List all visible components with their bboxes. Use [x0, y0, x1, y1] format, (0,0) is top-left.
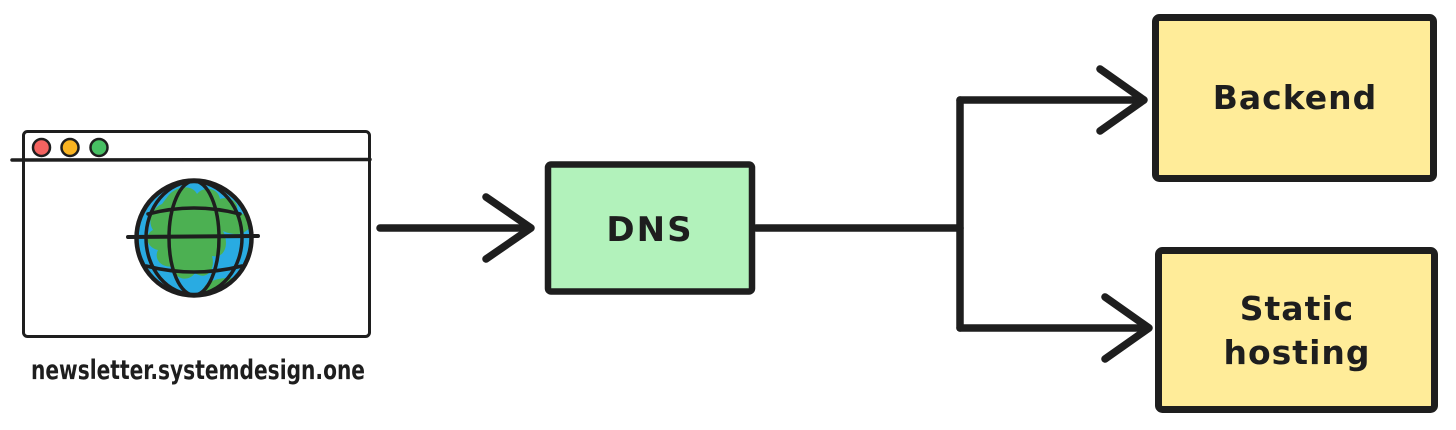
static-hosting-box	[1155, 247, 1438, 413]
arrow-dns-to-static-head-icon	[1101, 293, 1153, 363]
globe-latitude-north	[146, 206, 242, 216]
traffic-light-minimize-icon	[60, 137, 80, 158]
static-hosting-node: Static hosting	[1155, 247, 1438, 413]
static-hosting-label-line1: Static	[1240, 289, 1354, 328]
backend-box	[1152, 14, 1437, 182]
browser-window-node: newsletter.systemdesign.one	[10, 130, 372, 386]
static-hosting-label-line2: hosting	[1223, 333, 1370, 372]
window-titlebar-divider	[10, 157, 372, 162]
arrowhead-icon	[482, 193, 535, 263]
backend-node: Backend	[1152, 14, 1437, 182]
backend-label: Backend	[1213, 78, 1378, 117]
globe-icon	[126, 178, 260, 298]
arrow-dns-to-backend-head-icon	[1096, 65, 1148, 135]
dns-node: DNS	[544, 161, 756, 295]
globe-latitude-south	[144, 264, 244, 274]
dns-label: DNS	[606, 210, 693, 250]
connector-dns-branch	[752, 65, 1153, 363]
traffic-light-close-icon	[31, 137, 52, 158]
traffic-light-maximize-icon	[89, 137, 109, 158]
dns-box	[544, 161, 756, 295]
arrow-browser-to-dns	[376, 193, 535, 263]
browser-caption: newsletter.systemdesign.one	[31, 355, 365, 386]
globe-equator	[126, 234, 260, 239]
